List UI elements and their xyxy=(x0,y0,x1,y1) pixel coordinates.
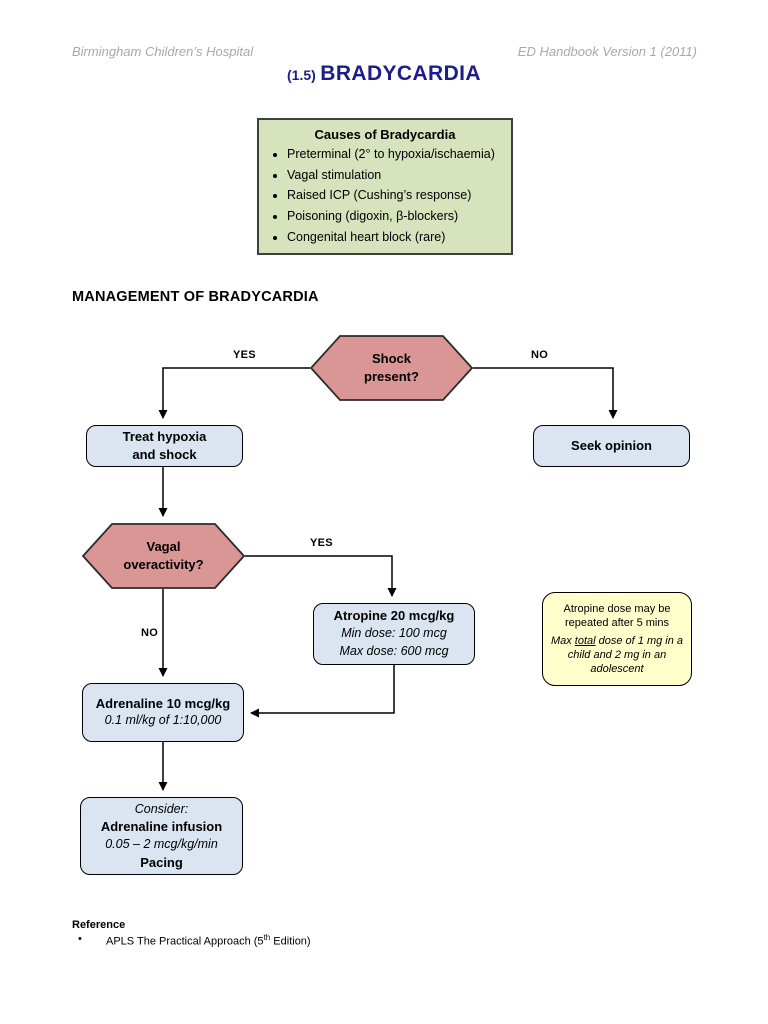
decision-line: Shock xyxy=(371,351,411,367)
note-underlined-text: total xyxy=(574,634,596,647)
causes-box: Causes of Bradycardia Preterminal (2° to… xyxy=(257,118,513,256)
node-line: Consider: xyxy=(134,801,189,816)
note-text: Max xyxy=(550,634,575,647)
treat-hypoxia-box: Treat hypoxia and shock xyxy=(86,425,243,467)
header-right: ED Handbook Version 1 (2011) xyxy=(517,44,697,59)
reference-text-part: APLS The Practical Approach (5 xyxy=(106,935,264,948)
page-title: (1.5) BRADYCARDIA xyxy=(0,62,768,86)
hexagon-shape xyxy=(82,523,245,589)
decision-line: present? xyxy=(364,369,419,384)
decision-line: overactivity? xyxy=(123,557,204,572)
reference-section: Reference • APLS The Practical Approach … xyxy=(72,919,311,948)
node-line: Treat hypoxia xyxy=(122,429,207,445)
reference-superscript: th xyxy=(263,933,271,942)
shock-decision-text: Shock present? xyxy=(364,350,419,385)
page-title-number: (1.5) xyxy=(287,67,316,83)
hexagon-shape xyxy=(310,335,473,401)
vagal-decision-hexagon: Vagal overactivity? xyxy=(82,523,245,589)
cause-item: Preterminal (2° to hypoxia/ischaemia) xyxy=(287,147,503,163)
node-line: Atropine 20 mcg/kg xyxy=(333,608,455,624)
node-line: Adrenaline 10 mcg/kg xyxy=(95,695,231,711)
node-line: 0.1 ml/kg of 1:10,000 xyxy=(104,713,222,728)
cause-item: Poisoning (digoxin, β-blockers) xyxy=(287,209,503,225)
reference-text: APLS The Practical Approach (5th Edition… xyxy=(106,933,311,948)
node-line: and shock xyxy=(132,447,197,462)
node-line: Adrenaline infusion xyxy=(100,819,223,835)
causes-box-title: Causes of Bradycardia xyxy=(314,127,456,142)
node-line: 0.05 – 2 mcg/kg/min xyxy=(105,837,218,851)
page-title-text: BRADYCARDIA xyxy=(320,62,481,85)
reference-heading: Reference xyxy=(72,919,126,931)
cause-item: Congenital heart block (rare) xyxy=(287,230,503,246)
decision-line: Vagal xyxy=(146,539,181,555)
shock-decision-hexagon: Shock present? xyxy=(310,335,473,401)
node-line: Min dose: 100 mcg xyxy=(341,626,447,641)
section-heading: MANAGEMENT OF BRADYCARDIA xyxy=(72,289,319,305)
causes-list: Preterminal (2° to hypoxia/ischaemia) Va… xyxy=(267,147,503,245)
seek-opinion-box: Seek opinion xyxy=(533,425,690,467)
atropine-box: Atropine 20 mcg/kg Min dose: 100 mcg Max… xyxy=(313,603,475,665)
note-line: Atropine dose may be repeated after 5 mi… xyxy=(563,603,671,630)
shock-yes-label: YES xyxy=(233,349,256,361)
shock-no-label: NO xyxy=(531,349,549,361)
node-line: Seek opinion xyxy=(571,438,652,454)
vagal-no-label: NO xyxy=(141,627,159,639)
adrenaline-box: Adrenaline 10 mcg/kg 0.1 ml/kg of 1:10,0… xyxy=(82,683,244,742)
cause-item: Vagal stimulation xyxy=(287,168,503,184)
atropine-note-box: Atropine dose may be repeated after 5 mi… xyxy=(542,592,692,687)
header-left: Birmingham Children’s Hospital xyxy=(72,44,254,59)
reference-text-part: Edition) xyxy=(270,935,311,948)
bullet-icon: • xyxy=(78,933,82,945)
vagal-yes-label: YES xyxy=(310,537,333,549)
note-text: dose of 1 mg in a child and 2 mg in an a… xyxy=(567,634,684,676)
consider-box: Consider: Adrenaline infusion 0.05 – 2 m… xyxy=(80,797,243,875)
vagal-decision-text: Vagal overactivity? xyxy=(123,538,203,573)
node-line: Pacing xyxy=(140,854,183,870)
cause-item: Raised ICP (Cushing’s response) xyxy=(287,188,503,204)
node-line: Max dose: 600 mcg xyxy=(339,643,449,658)
reference-item: • APLS The Practical Approach (5th Editi… xyxy=(72,933,311,948)
note-italic-line: Max total dose of 1 mg in a child and 2 … xyxy=(549,634,685,677)
